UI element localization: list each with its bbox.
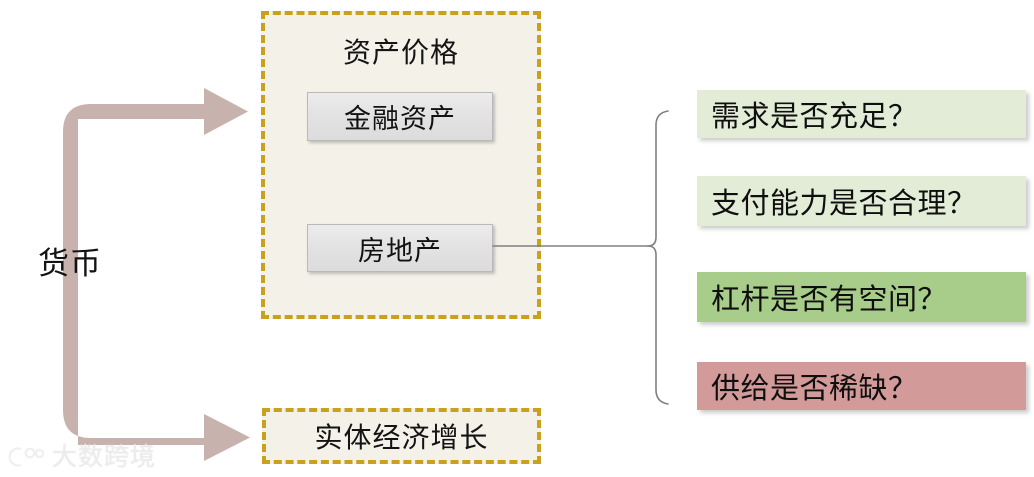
question-box-supply[interactable]: 供给是否稀缺？ xyxy=(697,362,1026,410)
watermark-text: 大数跨境 xyxy=(52,442,157,471)
asset-price-title: 资产价格 xyxy=(342,36,459,69)
question-box-affordability[interactable]: 支付能力是否合理？ xyxy=(697,176,1026,226)
question-box-demand[interactable]: 需求是否充足？ xyxy=(697,90,1026,138)
circle-logo-icon xyxy=(8,447,45,467)
question-box-leverage[interactable]: 杠杆是否有空间？ xyxy=(697,272,1026,322)
node-real-estate[interactable]: 房地产 xyxy=(307,224,493,272)
watermark: 大数跨境 xyxy=(8,440,156,474)
asset-price-group: 资产价格 xyxy=(261,11,541,319)
box-real-economy-growth[interactable]: 实体经济增长 xyxy=(262,408,541,464)
node-financial-assets[interactable]: 金融资产 xyxy=(307,92,493,141)
money-source-label: 货币 xyxy=(38,246,102,282)
